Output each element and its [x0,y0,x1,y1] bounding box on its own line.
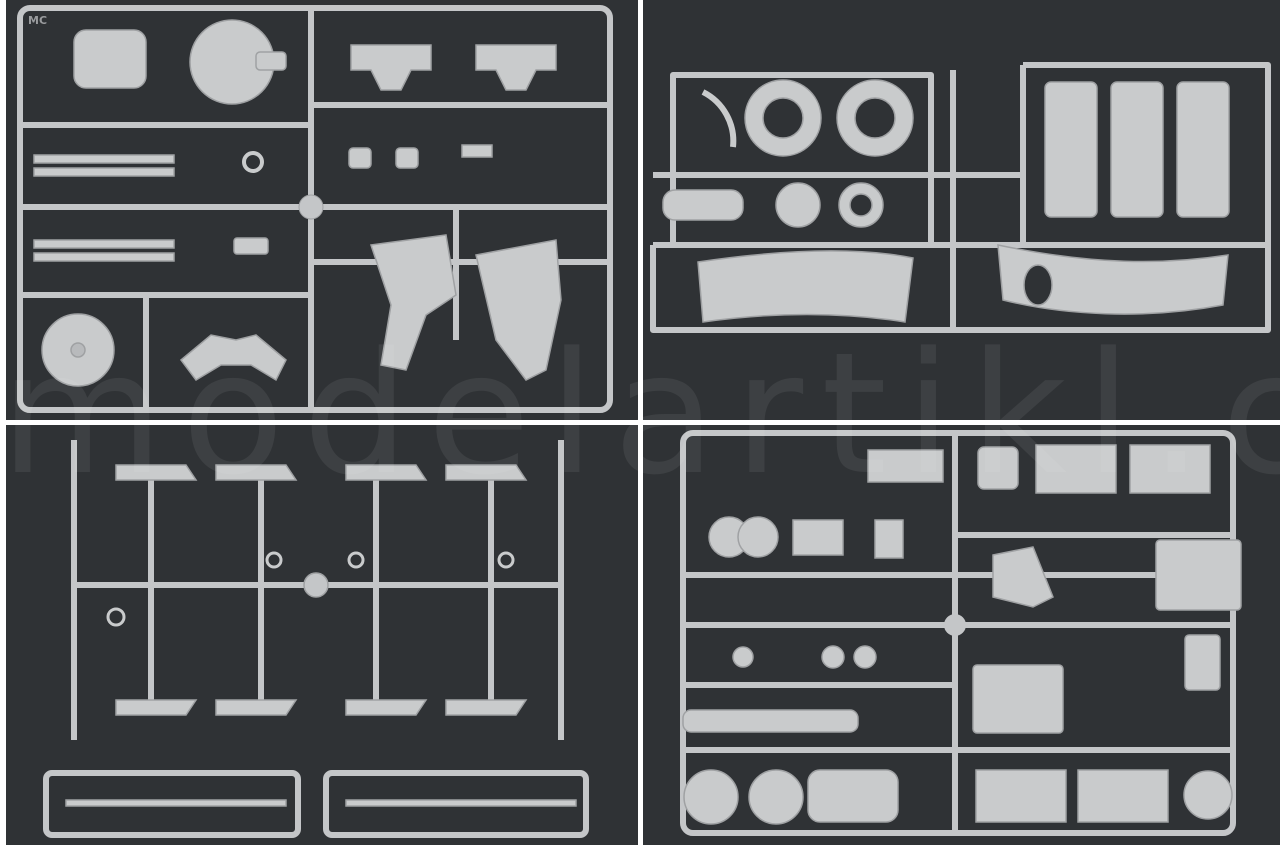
sprue-letter: MC [28,14,47,27]
plate-part [972,664,1064,734]
box-part [975,769,1067,823]
suspension-arm-part [345,699,428,716]
clip-part [348,147,372,169]
ring-part [242,151,264,173]
handle-part [461,144,493,158]
plate-part [1176,81,1230,218]
dual-housing-part [807,769,899,823]
panel-opening [1023,264,1053,306]
rod-part [345,799,577,807]
disc-part [821,645,845,669]
clip-part [395,147,419,169]
rod-part [33,252,175,262]
sprue-top-right-drawing [650,62,1271,333]
armor-plate-part [1155,539,1242,611]
rod-part [33,167,175,177]
box-part [1077,769,1169,823]
box-part [977,446,1019,490]
suspension-arm-part [115,464,198,481]
ring-part [106,607,126,627]
fender-part [475,239,562,381]
sprue-center-hub [298,194,324,220]
grille-part [1129,444,1211,494]
sprue-bottom-right-drawing [680,430,1242,836]
small-sprue-frame [43,770,301,838]
sprue-frame [650,62,1271,333]
ring-part [347,551,365,569]
suspension-arm-part [445,699,528,716]
ring-part [265,551,283,569]
sprue-center-hub [303,572,329,598]
grille-part [867,449,944,483]
linkage-part [179,334,287,382]
sprue-center-hub [944,614,966,636]
round-part [1183,770,1233,820]
disc-part [775,182,821,228]
ring-hole [849,193,873,217]
ring-hole [762,97,804,139]
sprue-bottom-left-drawing [43,440,589,838]
sprue-top-left-drawing: MC [17,5,613,413]
box-part [874,519,904,559]
sprue-panel-top-left: MC [6,0,638,420]
suspension-arm-part [445,464,528,481]
cylinder-part [662,189,744,221]
rod-part [33,154,175,164]
ring-hole [854,97,896,139]
rod-part [65,799,287,807]
plate-part [1110,81,1164,218]
fender-part [370,234,457,371]
fan-part [683,769,739,825]
bracket-part [475,44,557,91]
sprue-panel-bottom-left [6,425,638,845]
rod-part [33,239,175,249]
suspension-arm-part [215,699,298,716]
bracket-part [350,44,432,91]
bracket-part [792,519,844,556]
fan-part [748,769,804,825]
ring-part [497,551,515,569]
frame-part [992,546,1054,608]
cylinder-part [682,709,859,733]
hatch-part [73,29,147,89]
round-cover-knob [70,342,86,358]
box-part [1184,634,1221,691]
suspension-arm-part [115,699,198,716]
disc-part [853,645,877,669]
small-part [233,237,269,255]
plate-part [1044,81,1098,218]
curved-panel-part [697,250,914,323]
sprue-panel-top-right [643,0,1280,420]
suspension-arm-part [345,464,428,481]
curved-panel-part [997,244,1229,315]
hinge-part [255,51,287,71]
suspension-arm-part [215,464,298,481]
sprue-panel-bottom-right [643,425,1280,845]
arc-part [701,89,737,148]
small-sprue-frame [323,770,589,838]
wheel-part [737,516,779,558]
disc-part [732,646,754,668]
grille-part [1035,444,1117,494]
